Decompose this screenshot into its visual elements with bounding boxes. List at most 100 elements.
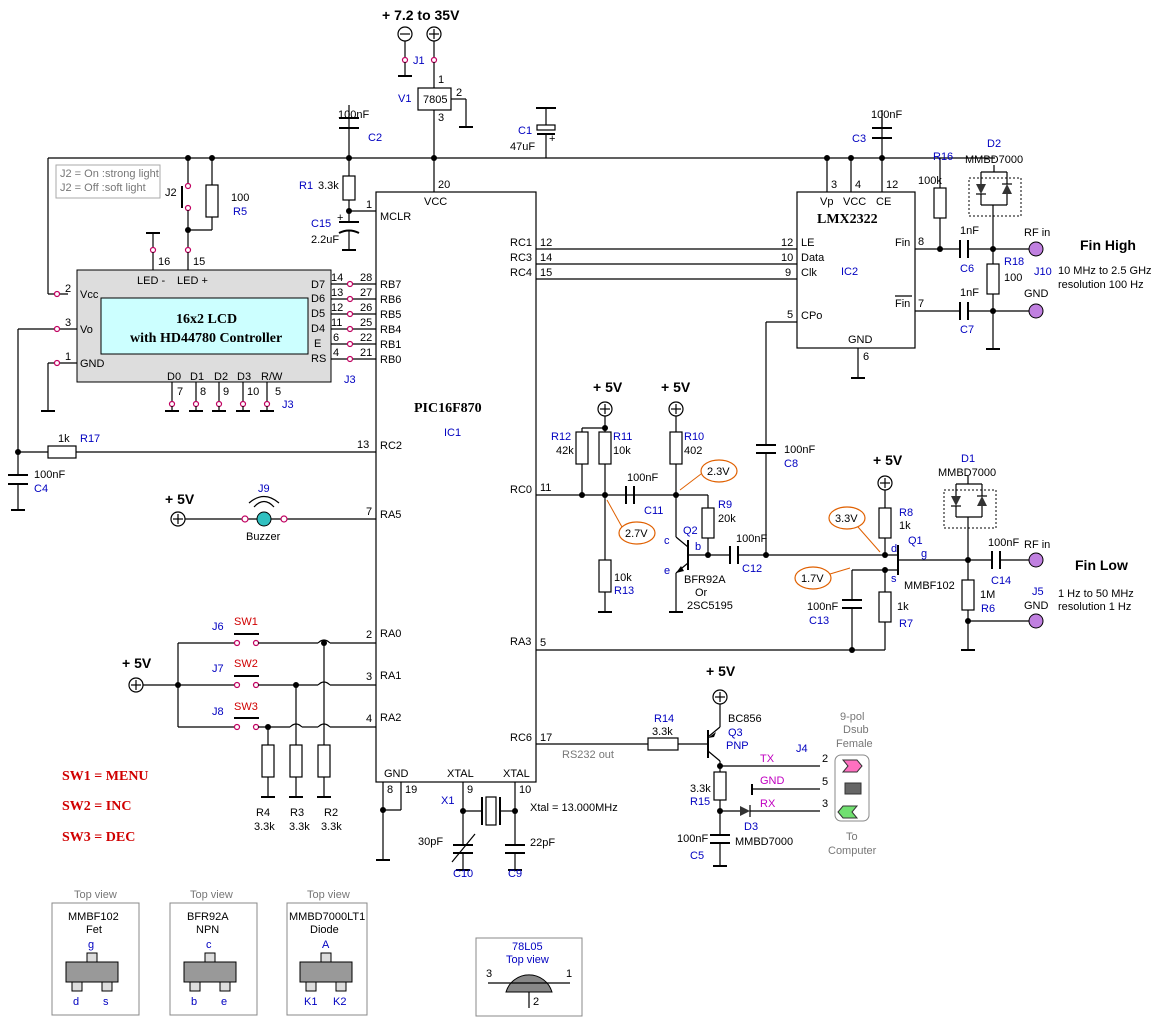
svg-text:To: To (846, 831, 858, 843)
svg-text:R2: R2 (324, 807, 338, 819)
svg-text:1.7V: 1.7V (801, 573, 824, 585)
svg-text:R16: R16 (933, 151, 953, 163)
svg-text:RA2: RA2 (380, 712, 401, 724)
svg-text:e: e (221, 996, 227, 1008)
svg-text:PNP: PNP (726, 740, 749, 752)
svg-text:D3: D3 (744, 821, 758, 833)
svg-text:Fin: Fin (895, 237, 910, 249)
svg-text:RA5: RA5 (380, 509, 401, 521)
svg-text:13: 13 (357, 439, 369, 451)
svg-text:resolution 1 Hz: resolution 1 Hz (1058, 601, 1131, 613)
svg-text:IC2: IC2 (841, 266, 858, 278)
svg-text:J6: J6 (212, 621, 224, 633)
lmx-title: LMX2322 (817, 212, 878, 227)
svg-text:X1: X1 (441, 795, 454, 807)
svg-text:25: 25 (360, 317, 372, 329)
svg-text:100nF: 100nF (338, 109, 369, 121)
svg-text:2: 2 (366, 629, 372, 641)
svg-text:C1: C1 (518, 125, 532, 137)
svg-text:100nF: 100nF (988, 537, 1019, 549)
svg-text:20: 20 (438, 179, 450, 191)
svg-text:GND: GND (760, 775, 785, 787)
svg-text:Dsub: Dsub (843, 724, 869, 736)
svg-text:BFR92A: BFR92A (187, 911, 229, 923)
svg-text:RS232 out: RS232 out (562, 749, 614, 761)
svg-text:21: 21 (360, 347, 372, 359)
svg-text:Data: Data (801, 252, 825, 264)
svg-text:C11: C11 (644, 505, 663, 517)
svg-text:s: s (891, 573, 897, 585)
svg-text:RC0: RC0 (510, 484, 532, 496)
svg-text:2: 2 (533, 996, 539, 1008)
svg-text:D3: D3 (237, 371, 251, 383)
svg-text:10 MHz to 2.5 GHz: 10 MHz to 2.5 GHz (1058, 265, 1152, 277)
svg-text:resolution 100 Hz: resolution 100 Hz (1058, 279, 1144, 291)
svg-text:22pF: 22pF (530, 837, 555, 849)
svg-text:R5: R5 (233, 206, 247, 218)
svg-text:GND: GND (1024, 600, 1049, 612)
svg-text:Or: Or (695, 587, 708, 599)
svg-text:+: + (549, 133, 555, 145)
svg-text:MCLR: MCLR (380, 211, 411, 223)
svg-text:28: 28 (360, 272, 372, 284)
svg-text:8: 8 (200, 386, 206, 398)
svg-text:2.3V: 2.3V (707, 466, 730, 478)
svg-text:Top view: Top view (506, 954, 549, 966)
svg-text:D1: D1 (961, 453, 975, 465)
svg-text:3: 3 (366, 671, 372, 683)
svg-text:K2: K2 (333, 996, 346, 1008)
svg-text:LED +: LED + (177, 275, 208, 287)
svg-text:+ 5V: + 5V (661, 379, 691, 395)
svg-text:RC2: RC2 (380, 440, 402, 452)
svg-text:Q3: Q3 (728, 727, 743, 739)
svg-text:R15: R15 (690, 796, 710, 808)
svg-text:42k: 42k (556, 445, 574, 457)
svg-text:1nF: 1nF (960, 225, 979, 237)
svg-text:8: 8 (918, 236, 924, 248)
lcd-title: 16x2 LCD (176, 312, 237, 327)
svg-text:3.3V: 3.3V (835, 513, 858, 525)
svg-text:10: 10 (781, 252, 793, 264)
svg-text:5: 5 (540, 637, 546, 649)
svg-text:SW3: SW3 (234, 701, 258, 713)
svg-text:1: 1 (566, 968, 572, 980)
svg-text:J2 = Off :soft light: J2 = Off :soft light (60, 182, 146, 194)
svg-text:J2: J2 (165, 187, 177, 199)
svg-text:SW3 = DEC: SW3 = DEC (62, 830, 135, 845)
svg-text:VCC: VCC (424, 196, 447, 208)
svg-text:b: b (695, 541, 701, 553)
svg-text:R10: R10 (684, 431, 704, 443)
svg-text:RB6: RB6 (380, 294, 401, 306)
svg-text:5: 5 (275, 386, 281, 398)
svg-text:D4: D4 (311, 323, 325, 335)
svg-text:7: 7 (177, 386, 183, 398)
svg-text:MMBD7000: MMBD7000 (965, 154, 1023, 166)
svg-text:V1: V1 (398, 93, 411, 105)
svg-text:4: 4 (333, 347, 339, 359)
svg-text:SW2: SW2 (234, 658, 258, 670)
svg-text:2SC5195: 2SC5195 (687, 600, 733, 612)
svg-text:RF in: RF in (1024, 539, 1050, 551)
svg-text:2.7V: 2.7V (625, 528, 648, 540)
svg-text:BC856: BC856 (728, 713, 762, 725)
svg-text:J3: J3 (344, 374, 356, 386)
svg-text:2: 2 (65, 283, 71, 295)
svg-text:19: 19 (405, 784, 417, 796)
svg-text:2: 2 (456, 87, 462, 99)
svg-text:R/W: R/W (261, 371, 283, 383)
svg-text:C2: C2 (368, 132, 382, 144)
svg-text:R18: R18 (1004, 256, 1024, 268)
svg-text:RC4: RC4 (510, 267, 532, 279)
svg-text:9: 9 (223, 386, 229, 398)
svg-text:11: 11 (540, 482, 551, 494)
svg-text:78L05: 78L05 (512, 941, 543, 953)
svg-text:NPN: NPN (196, 924, 219, 936)
svg-text:100nF: 100nF (784, 444, 815, 456)
svg-text:R6: R6 (981, 603, 995, 615)
svg-text:J10: J10 (1034, 266, 1052, 278)
